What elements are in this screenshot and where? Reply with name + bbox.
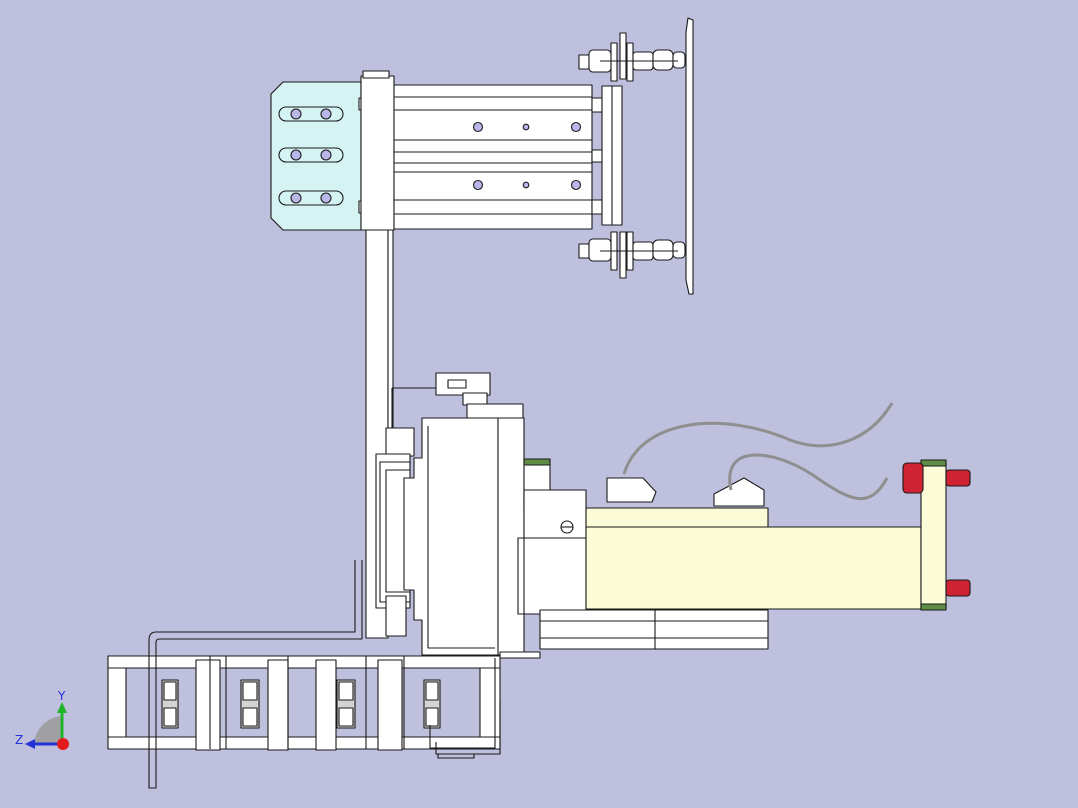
red-air-fitting-upper[interactable] [902,462,971,494]
slide-carriage[interactable] [375,417,541,659]
linear-actuator-body[interactable] [585,459,947,611]
suction-pad-plate[interactable] [685,17,694,295]
cable-drag-chain[interactable] [107,655,501,751]
vacuum-cup-lower[interactable] [578,231,686,279]
mounting-bracket-plate[interactable] [270,81,368,231]
triad-y-label: Y [57,689,66,703]
red-air-fitting-lower[interactable] [945,579,971,597]
air-tube[interactable] [148,560,501,789]
motor-block[interactable] [517,458,769,650]
coordinate-triad-icon [25,702,69,750]
signal-cable[interactable] [622,402,894,500]
vacuum-cup-upper[interactable] [578,32,686,82]
twin-rod-cylinder[interactable] [393,84,603,230]
cable-connectors[interactable] [606,477,765,507]
triad-z-label: Z [15,733,23,747]
sensor-bracket[interactable] [391,372,524,432]
cylinder-end-plate[interactable] [601,85,623,226]
